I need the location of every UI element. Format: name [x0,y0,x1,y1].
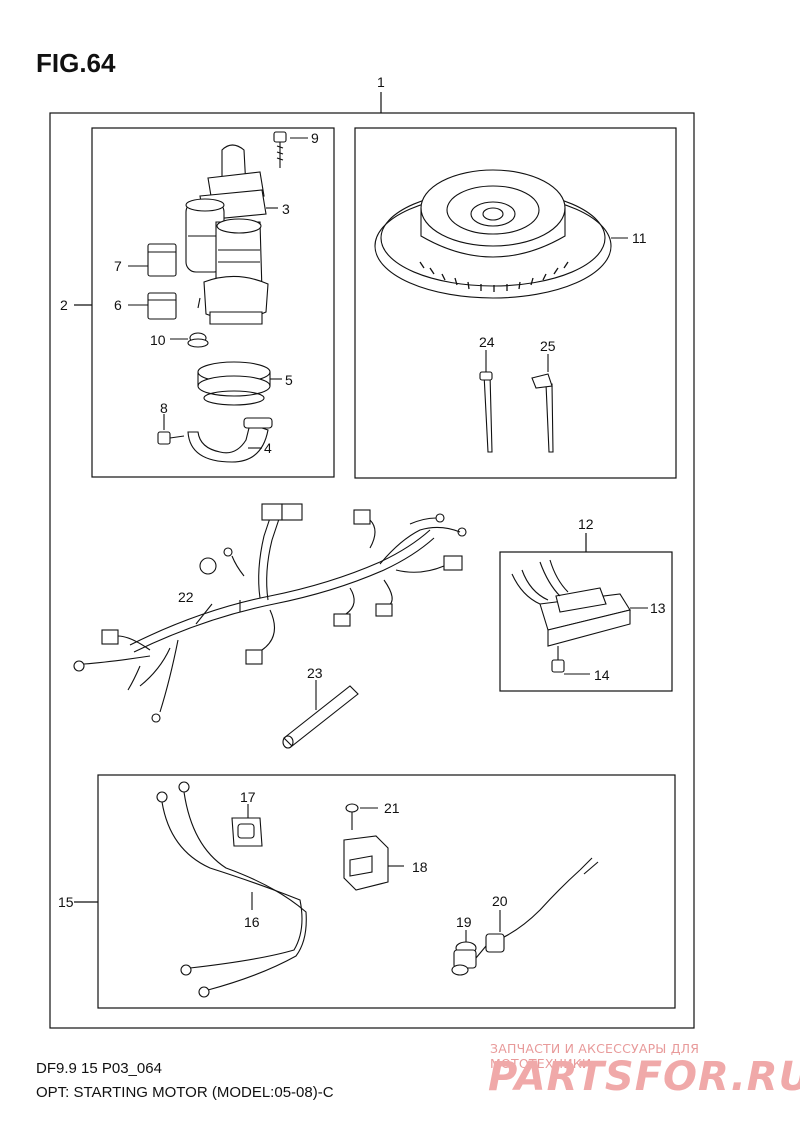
callout-22: 22 [178,589,194,605]
callout-16: 16 [244,914,260,930]
callout-15: 15 [58,894,74,910]
frame-starter-motor [91,127,335,478]
callout-25: 25 [540,338,556,354]
callout-18: 18 [412,859,428,875]
callout-17: 17 [240,789,256,805]
callout-14: 14 [594,667,610,683]
watermark-tagline: ЗАПЧАСТИ И АКСЕССУАРЫ ДЛЯ МОТОТЕХНИКИ [490,1041,700,1071]
callout-2: 2 [60,297,68,313]
outer-frame [49,112,695,1029]
callout-6: 6 [114,297,122,313]
callout-3: 3 [282,201,290,217]
callout-23: 23 [307,665,323,681]
watermark-logo: PARTSFOR.RU [488,1054,800,1100]
callout-4: 4 [264,440,272,456]
callout-12: 12 [578,516,594,532]
frame-cables [97,774,676,1009]
cable-group-illustration [156,781,599,998]
callout-7: 7 [114,258,122,274]
callout-8: 8 [160,400,168,416]
flywheel-illustration [374,169,628,453]
callout-13: 13 [650,600,666,616]
callout-11: 11 [632,230,647,246]
starter-motor-illustration [128,131,308,463]
frame-flywheel [354,127,677,479]
callout-1: 1 [377,74,385,90]
callout-19: 19 [456,914,472,930]
callout-5: 5 [285,372,293,388]
model-code: DF9.9 15 P03_064 [36,1060,162,1077]
callout-21: 21 [384,800,400,816]
wiring-harness-illustration [73,503,467,749]
callout-24: 24 [479,334,495,350]
callout-10: 10 [150,332,166,348]
callout-9: 9 [311,130,319,146]
figure-title: FIG.64 [36,48,116,78]
figure-description: OPT: STARTING MOTOR (MODEL:05-08)-C [36,1084,334,1101]
rectifier-illustration [511,559,648,675]
callout-20: 20 [492,893,508,909]
